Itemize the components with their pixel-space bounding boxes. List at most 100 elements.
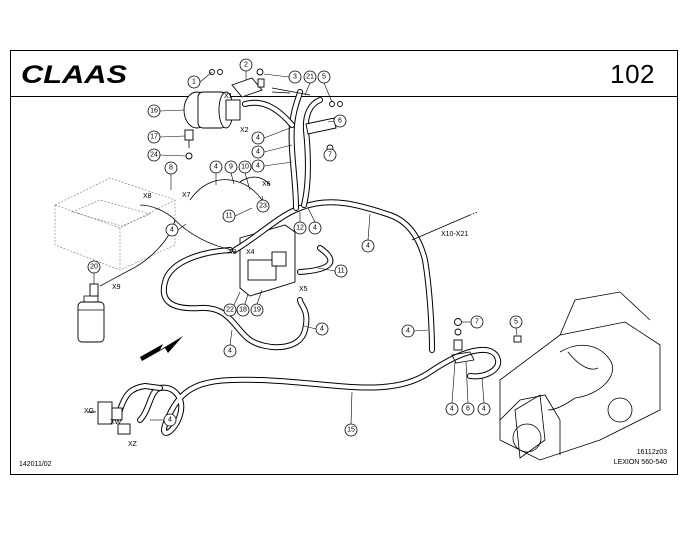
svg-text:11: 11 xyxy=(337,268,344,275)
svg-text:4: 4 xyxy=(214,164,218,171)
callout-4-e: 4 xyxy=(307,207,322,235)
svg-text:5: 5 xyxy=(322,74,326,81)
svg-text:18: 18 xyxy=(239,307,247,314)
svg-text:2: 2 xyxy=(244,62,248,69)
callout-11-bottom: 11 xyxy=(317,264,348,278)
harness-main-trunk xyxy=(232,89,435,353)
svg-text:23: 23 xyxy=(259,203,267,210)
svg-text:4: 4 xyxy=(320,326,324,333)
claas-logo: CLAAS xyxy=(21,61,127,89)
harness-loop xyxy=(160,245,334,351)
callout-4-l: 4 xyxy=(477,377,491,416)
label-x3: X3 xyxy=(228,249,237,256)
combine-harvester-icon xyxy=(499,291,661,461)
label-x4: X4 xyxy=(246,249,255,256)
svg-text:4: 4 xyxy=(482,406,486,413)
svg-text:6: 6 xyxy=(466,406,470,413)
label-xz: XZ xyxy=(128,441,138,448)
svg-text:22: 22 xyxy=(226,307,234,314)
callout-19: 19 xyxy=(250,289,264,317)
label-x9: X9 xyxy=(112,284,121,291)
svg-text:4: 4 xyxy=(256,135,260,142)
label-x6: X6 xyxy=(262,181,271,188)
connector-parts-right xyxy=(451,318,522,364)
callout-24: 24 xyxy=(147,148,187,162)
svg-text:24: 24 xyxy=(150,152,158,159)
callout-4-k: 4 xyxy=(445,361,459,416)
callout-15: 15 xyxy=(344,391,358,437)
callout-4-c: 4 xyxy=(251,159,293,173)
fuel-tank-icon xyxy=(77,283,105,343)
callout-4-f: 4 xyxy=(361,213,375,253)
svg-text:4: 4 xyxy=(228,348,232,355)
callout-18: 18 xyxy=(236,293,250,317)
callout-20: 20 xyxy=(87,260,101,284)
tank-outline xyxy=(54,177,176,271)
svg-text:4: 4 xyxy=(170,227,174,234)
svg-text:4: 4 xyxy=(256,149,260,156)
label-x7: X7 xyxy=(182,192,191,199)
label-xw: XW xyxy=(110,419,122,426)
sensor-17 xyxy=(184,129,194,160)
harness-left-branch xyxy=(99,176,271,287)
brand-text: CLAAS xyxy=(21,61,127,89)
svg-text:10: 10 xyxy=(241,164,249,171)
callout-2: 2 xyxy=(239,58,253,80)
callout-21: 21 xyxy=(303,70,317,96)
callout-4-m: 4 xyxy=(150,413,177,427)
svg-text:16: 16 xyxy=(150,108,158,115)
callout-22: 22 xyxy=(223,291,241,317)
svg-text:12: 12 xyxy=(296,225,304,232)
model-name: LEXION 560-540 xyxy=(613,459,667,466)
callout-4-i: 4 xyxy=(223,329,237,358)
sensor-16 xyxy=(183,91,241,129)
callout-17: 17 xyxy=(147,130,186,144)
svg-text:3: 3 xyxy=(293,74,297,81)
page-number: 102 xyxy=(610,59,655,89)
callout-3: 3 xyxy=(263,70,302,84)
svg-text:4: 4 xyxy=(406,328,410,335)
label-x5: X5 xyxy=(299,286,308,293)
svg-text:4: 4 xyxy=(366,243,370,250)
svg-text:8: 8 xyxy=(169,165,173,172)
svg-text:4: 4 xyxy=(450,406,454,413)
callout-10: 10 xyxy=(238,160,252,191)
svg-text:5: 5 xyxy=(514,319,518,326)
callout-23: 23 xyxy=(256,195,270,213)
footer-left-code: 142011/02 xyxy=(19,461,52,468)
callout-9: 9 xyxy=(224,160,238,185)
callout-1: 1 xyxy=(187,71,213,89)
callout-5-right: 5 xyxy=(509,315,523,336)
svg-text:6: 6 xyxy=(338,118,342,125)
arrow-down-left-icon xyxy=(140,336,183,361)
drawing-code: 16112z03 xyxy=(636,449,667,456)
svg-text:4: 4 xyxy=(256,163,260,170)
callout-4-g: 4 xyxy=(165,223,187,237)
diagram-frame: CLAAS 102 142011/02 16112z03 LEXION 560-… xyxy=(10,50,678,475)
callout-8: 8 xyxy=(164,161,178,190)
footer-right-block: 16112z03 LEXION 560-540 xyxy=(614,448,667,468)
callout-5-top: 5 xyxy=(317,70,333,103)
callout-11-top: 11 xyxy=(222,207,253,223)
callout-16: 16 xyxy=(147,104,185,118)
callout-7-top: 7 xyxy=(323,148,337,162)
callout-4-j: 4 xyxy=(401,324,429,338)
label-xg: XG xyxy=(84,408,94,415)
label-x1: X1 xyxy=(224,93,233,100)
callout-4-h: 4 xyxy=(303,322,329,336)
svg-text:7: 7 xyxy=(328,152,332,159)
svg-text:4: 4 xyxy=(168,417,172,424)
callout-4-a: 4 xyxy=(251,127,291,145)
svg-text:9: 9 xyxy=(229,164,233,171)
svg-text:21: 21 xyxy=(306,74,314,81)
callout-12: 12 xyxy=(293,212,307,235)
callout-4-b: 4 xyxy=(251,144,293,159)
callout-6-top: 6 xyxy=(327,114,347,128)
harness-15 xyxy=(117,346,502,436)
svg-text:4: 4 xyxy=(313,225,317,232)
label-x2: X2 xyxy=(240,127,249,134)
svg-text:1: 1 xyxy=(192,79,196,86)
label-x8: X8 xyxy=(143,193,152,200)
svg-text:19: 19 xyxy=(253,307,261,314)
